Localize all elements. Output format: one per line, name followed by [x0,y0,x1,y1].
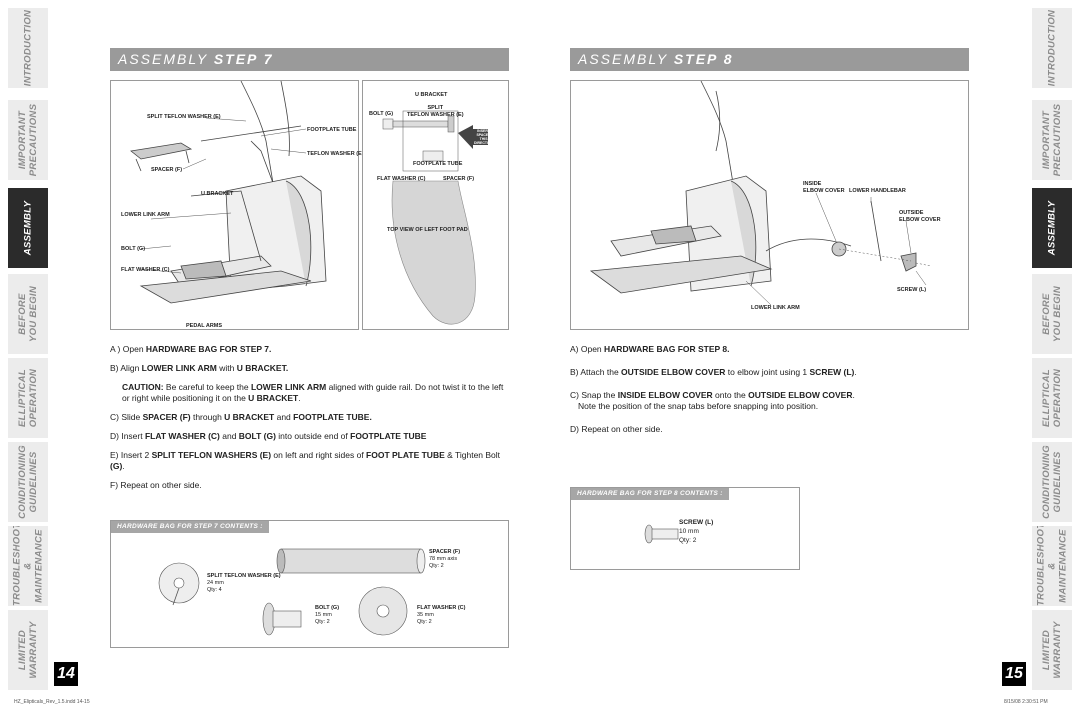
step8-hardware-contents: HARDWARE BAG FOR STEP 8 CONTENTS : SCREW… [570,487,800,570]
step8-main-figure: INSIDE ELBOW COVER LOWER HANDLEBAR OUTSI… [570,80,969,330]
tab-elliptical-operation[interactable]: ELLIPTICAL OPERATION [1032,358,1072,438]
label-pedal-arms: PEDAL ARMS [186,323,223,329]
step7-item-d: D) Insert FLAT WASHER (C) and BOLT (G) i… [110,431,427,441]
detail-label-flat-washer: FLAT WASHER (C) [377,176,426,182]
elliptical-illustration-step7 [130,80,327,304]
footer-filename: HZ_Elipticals_Rev_1.5.indd 14-15 [14,699,90,705]
step7-detail-figure: U BRACKET BOLT (G) SPLIT TEFLON WASHER (… [362,80,509,330]
page-number-right: 15 [1002,662,1026,686]
tab-important-precautions[interactable]: IMPORTANT PRECAUTIONS [8,100,48,180]
screw-icon [644,524,679,544]
step8-hardware-illustrations [644,524,679,544]
label-inside-elbow-cover: INSIDE ELBOW COVER [803,181,845,194]
label-lower-handlebar: LOWER HANDLEBAR [849,188,906,194]
step7-contents-title: HARDWARE BAG FOR STEP 7 CONTENTS : [111,521,269,533]
tab-limited-warranty[interactable]: LIMITED WARRANTY [1032,610,1072,690]
split-teflon-washer-icon [158,562,200,606]
step8-instructions: A) Open HARDWARE BAG FOR STEP 8. B) Atta… [570,344,970,443]
tab-troubleshooting-maintenance[interactable]: TROUBLESHOOTING & MAINTENANCE [1032,526,1072,606]
label-flat-washer: FLAT WASHER (C) [121,267,170,273]
label-split-teflon-washer: SPLIT TEFLON WASHER (E) [147,114,221,120]
step8-item-d: D) Repeat on other side. [570,424,663,434]
step7-hardware-illustrations [158,548,426,636]
tab-limited-warranty[interactable]: LIMITED WARRANTY [8,610,48,690]
tab-assembly[interactable]: ASSEMBLY [8,188,48,268]
tab-introduction[interactable]: INTRODUCTION [8,8,48,88]
step7-item-a: A ) Open HARDWARE BAG FOR STEP 7. [110,344,272,354]
foot-pad-top-view [382,110,488,325]
label-u-bracket: U BRACKET [201,191,234,197]
tab-important-precautions[interactable]: IMPORTANT PRECAUTIONS [1032,100,1072,180]
label-spacer: SPACER (F) [151,167,183,173]
detail-label-u-bracket: U BRACKET [415,92,448,98]
step8-item-c: C) Snap the INSIDE ELBOW COVER onto the … [570,390,855,411]
footer-date: 8/15/08 2:30:51 PM [1004,699,1048,705]
flat-washer-icon [358,586,408,636]
step7-hardware-contents: HARDWARE BAG FOR STEP 7 CONTENTS : SPACE… [110,520,509,648]
page-number-left: 14 [54,662,78,686]
step7-instructions: A ) Open HARDWARE BAG FOR STEP 7. B) Ali… [110,344,510,499]
label-lower-link-arm: LOWER LINK ARM [751,305,800,311]
label-teflon-washer: TEFLON WASHER (E) [307,151,364,157]
tab-conditioning-guidelines[interactable]: CONDITIONING GUIDELINES [1032,442,1072,522]
step7-item-f: F) Repeat on other side. [110,480,202,490]
spacer-icon [276,548,426,574]
tab-introduction[interactable]: INTRODUCTION [1032,8,1072,88]
tab-troubleshooting-maintenance[interactable]: TROUBLESHOOTING & MAINTENANCE [8,526,48,606]
label-screw: SCREW (L) [897,287,927,293]
step7-item-c: C) Slide SPACER (F) through U BRACKET an… [110,412,372,422]
detail-label-spacer: SPACER (F) [443,176,475,182]
detail-arrow-text: INSERT SPACER THIS DIRECTION [474,129,494,145]
label-outside-elbow-cover: OUTSIDE ELBOW COVER [899,210,941,223]
detail-label-footplate-tube: FOOTPLATE TUBE [413,161,463,167]
step8-contents-title: HARDWARE BAG FOR STEP 8 CONTENTS : [571,488,729,500]
step7-item-b: B) Align LOWER LINK ARM with U BRACKET. [110,363,289,373]
detail-label-bolt: BOLT (G) [369,111,394,117]
label-footplate-tube: FOOTPLATE TUBE [307,127,357,133]
step7-header: ASSEMBLY STEP 7 [110,48,509,71]
step7-main-figure: SPLIT TEFLON WASHER (E) FOOTPLATE TUBE T… [110,80,364,330]
label-bolt: BOLT (G) [121,246,146,252]
detail-label-split-teflon-washer: SPLIT TEFLON WASHER (E) [407,105,464,118]
step8-item-b: B) Attach the OUTSIDE ELBOW COVER to elb… [570,367,857,377]
bolt-icon [262,602,302,636]
tab-conditioning-guidelines[interactable]: CONDITIONING GUIDELINES [8,442,48,522]
detail-caption: TOP VIEW OF LEFT FOOT PAD [387,227,468,233]
tab-elliptical-operation[interactable]: ELLIPTICAL OPERATION [8,358,48,438]
tab-before-you-begin[interactable]: BEFORE YOU BEGIN [1032,274,1072,354]
label-lower-link-arm: LOWER LINK ARM [121,212,170,218]
step8-header: ASSEMBLY STEP 8 [570,48,969,71]
step7-caution: CAUTION: Be careful to keep the LOWER LI… [122,382,504,403]
tab-assembly[interactable]: ASSEMBLY [1032,188,1072,268]
tab-before-you-begin[interactable]: BEFORE YOU BEGIN [8,274,48,354]
step8-item-a: A) Open HARDWARE BAG FOR STEP 8. [570,344,730,354]
step7-item-e: E) Insert 2 SPLIT TEFLON WASHERS (E) on … [110,450,501,471]
elliptical-illustration-step8 [589,80,932,306]
